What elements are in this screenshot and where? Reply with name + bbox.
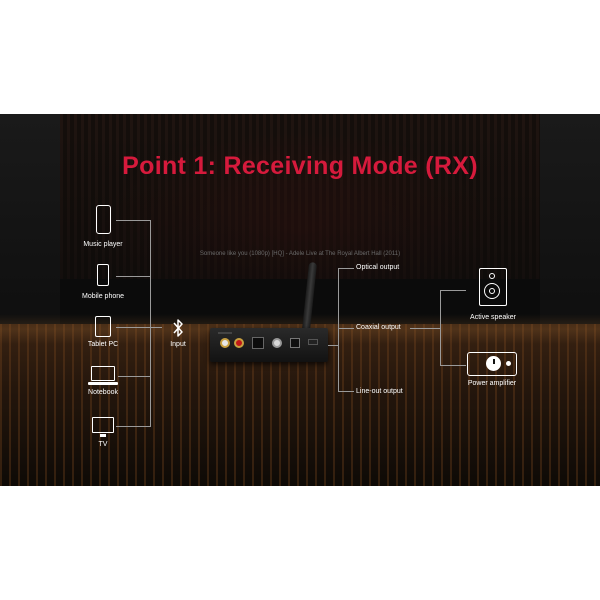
video-caption: Someone like you (1080p) [HQ] - Adele Li…	[199, 251, 401, 257]
bluetooth-receiver	[210, 328, 328, 362]
wall-left	[0, 114, 60, 324]
bluetooth-icon	[173, 319, 183, 337]
source-label-mobile-phone: Mobile phone	[81, 293, 125, 300]
output-label-coaxial: Coaxial output	[356, 324, 401, 331]
speaker-icon	[479, 268, 507, 306]
page-title: Point 1: Receiving Mode (RX)	[122, 152, 478, 180]
mobile-phone-icon	[97, 264, 109, 286]
rca-port-red	[234, 338, 244, 348]
source-label-tv: TV	[98, 441, 108, 448]
output-label-optical: Optical output	[356, 264, 400, 271]
tablet-icon	[95, 316, 111, 337]
coaxial-port	[272, 338, 282, 348]
source-label-tablet: Tablet PC	[87, 341, 119, 348]
amplifier-icon	[467, 352, 517, 376]
rca-port-white	[220, 338, 230, 348]
output-label-lineout: Line-out output	[356, 388, 403, 395]
input-label: Input	[170, 341, 186, 348]
source-label-music-player: Music player	[83, 241, 123, 248]
smartphone-icon	[96, 205, 111, 234]
usb-port	[290, 338, 300, 348]
wall-right	[540, 114, 600, 324]
laptop-icon	[91, 366, 115, 381]
source-bracket-line	[150, 220, 151, 427]
destination-label-speaker: Active speaker	[470, 314, 516, 321]
output-vertical-line	[338, 268, 339, 391]
power-port	[308, 339, 318, 345]
source-label-notebook: Notebook	[88, 389, 118, 396]
destination-bracket-line	[440, 290, 441, 365]
destination-label-amplifier: Power amplifier	[467, 380, 517, 387]
optical-port	[252, 337, 264, 349]
tv-icon	[92, 417, 114, 433]
